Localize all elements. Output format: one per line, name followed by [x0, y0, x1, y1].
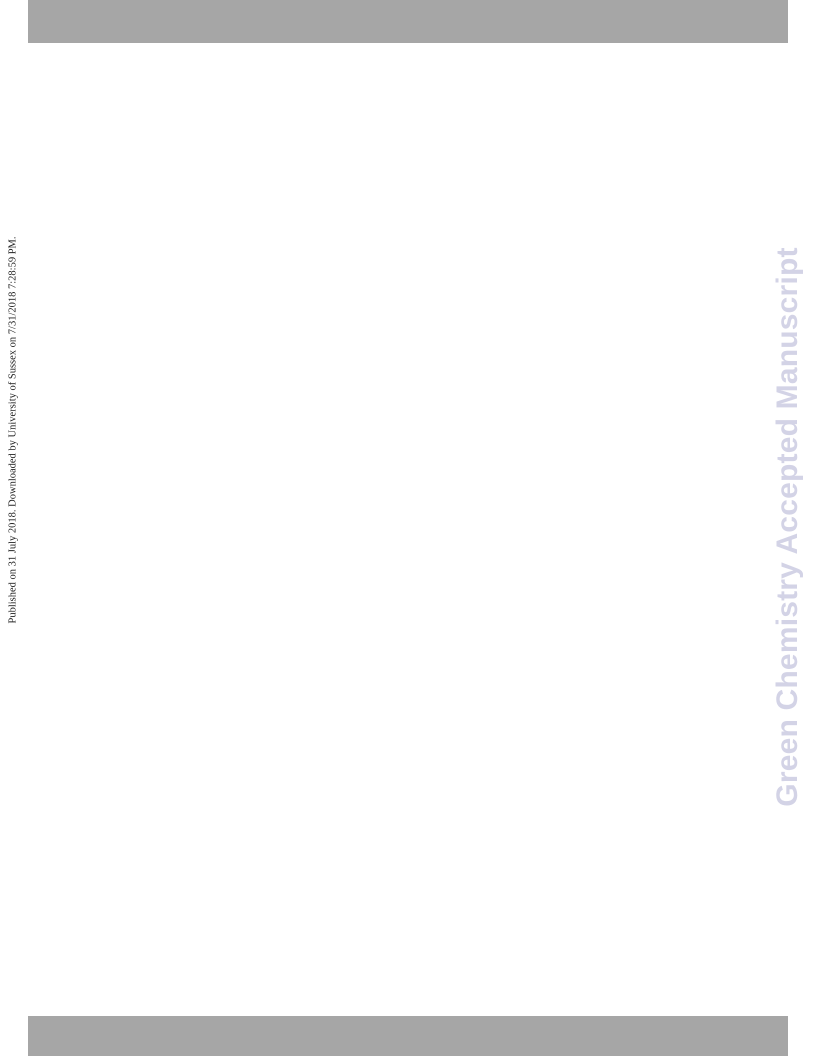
publication-side-note: Published on 31 July 2018. Downloaded by…: [7, 236, 19, 624]
footer-bar: [28, 1016, 788, 1056]
journal-watermark: Green Chemistry Accepted Manuscript: [771, 247, 804, 807]
header-bar: [28, 0, 788, 43]
